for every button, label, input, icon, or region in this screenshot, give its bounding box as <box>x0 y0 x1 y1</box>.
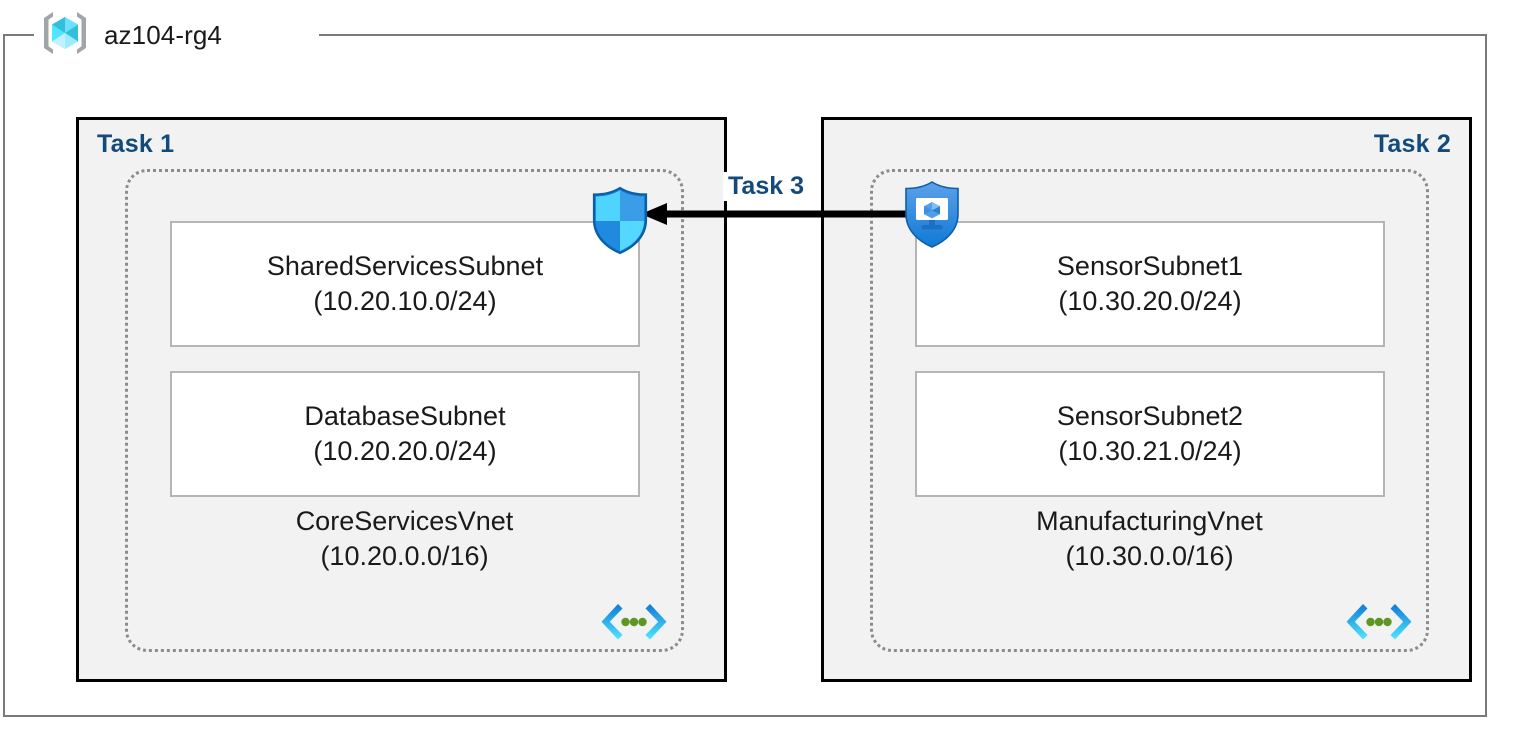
task-panel-1[interactable]: Task 1 SharedServicesSubnet (10.20.10.0/… <box>76 117 727 682</box>
vnet-cidr: (10.20.0.0/16) <box>320 540 489 571</box>
subnet-cidr: (10.20.20.0/24) <box>313 436 497 466</box>
task-2-label: Task 2 <box>1373 130 1451 158</box>
subnet-name: SensorSubnet2 <box>1056 401 1244 432</box>
task-3-label: Task 3 <box>728 172 804 200</box>
subnet-cidr: (10.30.20.0/24) <box>1058 286 1242 316</box>
task-3-label-wrap: Task 3 <box>723 172 809 201</box>
azure-resource-group-icon <box>40 8 90 63</box>
subnet-name: DatabaseSubnet <box>304 401 506 432</box>
subnet-sensor2[interactable]: SensorSubnet2 (10.30.21.0/24) <box>915 371 1385 497</box>
vnet-caption: ManufacturingVnet (10.30.0.0/16) <box>873 504 1426 573</box>
vnet-icon <box>601 601 667 643</box>
resource-group-header: az104-rg4 <box>40 6 222 64</box>
vnet-coreservices[interactable]: SharedServicesSubnet (10.20.10.0/24) Dat… <box>125 169 684 652</box>
subnet-cidr: (10.30.21.0/24) <box>1058 436 1242 466</box>
task-1-label: Task 1 <box>97 130 175 158</box>
subnet-name: SensorSubnet1 <box>1056 251 1244 282</box>
subnet-sharedservices[interactable]: SharedServicesSubnet (10.20.10.0/24) <box>170 221 640 347</box>
subnet-sensor1[interactable]: SensorSubnet1 (10.30.20.0/24) <box>915 221 1385 347</box>
task-3-connector-arrow <box>641 199 927 229</box>
vnet-name: ManufacturingVnet <box>1036 506 1263 536</box>
vnet-cidr: (10.30.0.0/16) <box>1065 540 1234 571</box>
subnet-name: SharedServicesSubnet <box>266 251 544 282</box>
vnet-manufacturing[interactable]: SensorSubnet1 (10.30.20.0/24) SensorSubn… <box>870 169 1429 652</box>
shield-icon <box>584 184 656 256</box>
resource-group-header-gap <box>34 26 319 44</box>
subnet-cidr: (10.20.10.0/24) <box>313 286 497 316</box>
resource-group-name: az104-rg4 <box>104 19 222 50</box>
network-security-group-icon <box>896 178 968 250</box>
vnet-name: CoreServicesVnet <box>295 506 514 536</box>
vnet-icon <box>1346 601 1412 643</box>
subnet-database[interactable]: DatabaseSubnet (10.20.20.0/24) <box>170 371 640 497</box>
vnet-caption: CoreServicesVnet (10.20.0.0/16) <box>128 504 681 573</box>
